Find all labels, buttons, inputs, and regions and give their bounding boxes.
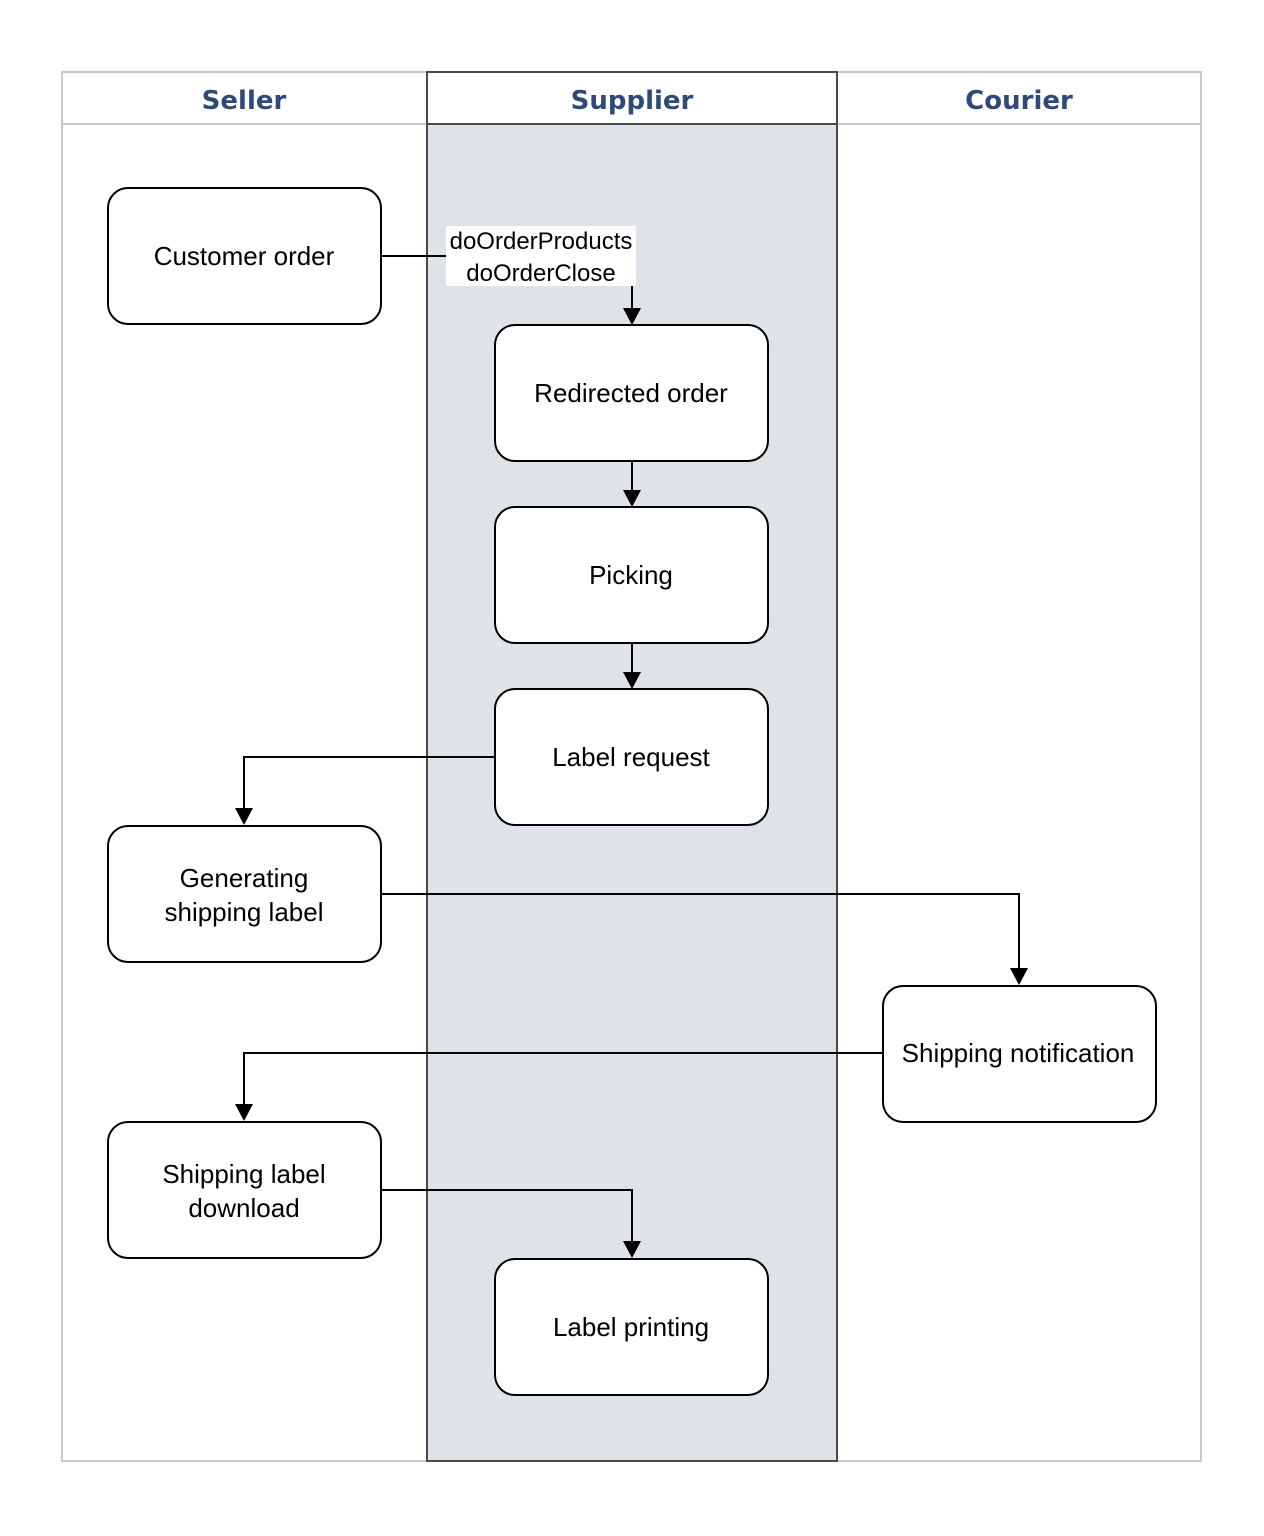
node-label-line-1: Generating — [180, 863, 309, 893]
node-label-line-2: shipping label — [164, 897, 323, 927]
node-label-request[interactable]: Label request — [494, 688, 769, 826]
arrowhead-download — [235, 1104, 253, 1121]
edge-label-line-1: doOrderProducts — [450, 228, 633, 255]
edge-label-order-methods: doOrderProducts doOrderClose — [446, 226, 636, 287]
node-label-line-1: Shipping label — [162, 1159, 325, 1189]
node-shipping-label-download[interactable]: Shipping label download — [107, 1121, 382, 1259]
node-box — [494, 688, 769, 826]
edge-notification-to-download — [243, 1052, 883, 1108]
arrowhead-printing — [623, 1241, 641, 1258]
node-box — [494, 1258, 769, 1396]
node-box — [882, 985, 1157, 1123]
arrowhead-generating — [235, 808, 253, 825]
node-box — [107, 825, 382, 963]
lane-title-supplier: Supplier — [571, 86, 694, 116]
arrowhead-notification — [1010, 968, 1028, 985]
node-label-printing[interactable]: Label printing — [494, 1258, 769, 1396]
edge-download-to-printing — [382, 1189, 633, 1245]
node-label: Label printing — [553, 1312, 709, 1342]
node-customer-order[interactable]: Customer order — [107, 187, 382, 325]
edge-label-background — [446, 226, 636, 286]
node-label: Picking — [589, 560, 673, 590]
node-box — [494, 506, 769, 644]
lane-title-courier: Courier — [965, 86, 1073, 116]
edge-label-line-2: doOrderClose — [466, 260, 615, 287]
arrowhead-picking — [623, 490, 641, 507]
node-label: Redirected order — [534, 378, 728, 408]
node-redirected-order[interactable]: Redirected order — [494, 324, 769, 462]
node-label: Shipping notification — [902, 1038, 1135, 1068]
node-box — [494, 324, 769, 462]
node-box — [107, 1121, 382, 1259]
lane-title-seller: Seller — [202, 86, 287, 116]
node-label: Customer order — [154, 241, 335, 271]
node-label-line-2: download — [188, 1193, 299, 1223]
node-box — [107, 187, 382, 325]
node-shipping-notification[interactable]: Shipping notification — [882, 985, 1157, 1123]
arrowhead-label-request — [623, 672, 641, 689]
node-label: Label request — [552, 742, 710, 772]
edge-generating-to-notification — [382, 893, 1020, 972]
node-generating-shipping-label[interactable]: Generating shipping label — [107, 825, 382, 963]
node-picking[interactable]: Picking — [494, 506, 769, 644]
supplier-lane-border — [426, 71, 838, 1462]
edge-label-request-to-generating — [243, 756, 495, 812]
arrowhead-redirected — [623, 308, 641, 325]
